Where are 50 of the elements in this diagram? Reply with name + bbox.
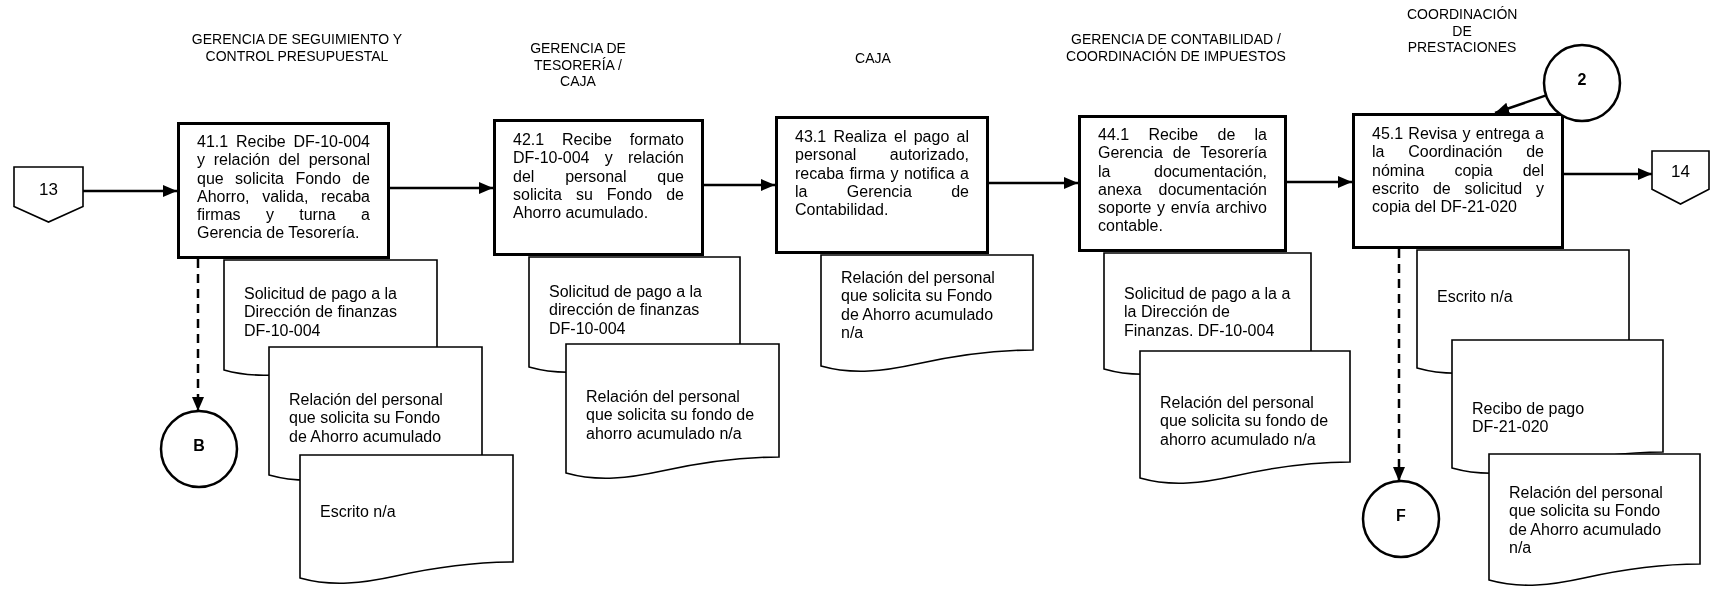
step-text: 41.1 Recibe DF-10-004 y relación del personal que solicita Fondo de Ahorro, valida, recaba firmas y turna a Gerencia de Tesorería.: [197, 133, 370, 243]
arrow: [1564, 168, 1652, 180]
lane-heading: GERENCIA DE TESORERÍA / CAJA: [529, 40, 627, 90]
process-box: [177, 122, 390, 259]
document-text: Solicitud de pago a la a la Dirección de Finanzas. DF-10-004: [1124, 285, 1292, 340]
document-text: Relación del personal que solicita su fondo de ahorro acumulado n/a: [1160, 394, 1330, 449]
document-shape: [1140, 351, 1350, 486]
arrow: [989, 177, 1078, 189]
step-text: 42.1 Recibe formato DF-10-004 y relación del personal que solicita su Fondo de Ahorro acumulado.: [513, 131, 684, 223]
document-text: Escrito n/a: [320, 503, 397, 522]
process-box: [1352, 113, 1564, 249]
step-text: 43.1 Realiza el pago al personal autorizado, recaba firma y notifica a la Gerencia de Contabilidad.: [795, 128, 969, 220]
off-page-connector: [1652, 151, 1709, 204]
document-shape: [566, 344, 779, 481]
arrow: [83, 185, 177, 197]
connector-circle: [1363, 481, 1439, 557]
process-box: [775, 116, 989, 254]
arrow: [1287, 176, 1352, 188]
document-text: Solicitud de pago a la Dirección de finanzas DF-10-004: [244, 285, 398, 340]
arrow: [704, 179, 775, 191]
document-text: Relación del personal que solicita su Fondo de Ahorro acumulado n/a: [1509, 484, 1664, 558]
page-number: 14: [1670, 163, 1691, 182]
arrow: [1494, 94, 1547, 115]
connector-label: 2: [1576, 71, 1588, 90]
document-text: Solicitud de pago a la dirección de finanzas DF-10-004: [549, 283, 703, 338]
arrow: [390, 182, 493, 194]
step-text: 45.1 Revisa y entrega a la Coordinación de nómina copia del escrito de solicitud y copia del DF-21-020: [1372, 125, 1544, 217]
connector-circle: [1544, 45, 1620, 121]
connector-label: B: [192, 437, 206, 456]
off-page-connector: [14, 167, 83, 222]
document-shape: [300, 455, 513, 586]
lane-heading: GERENCIA DE CONTABILIDAD / COORDINACIÓN DE IMPUESTOS: [1065, 31, 1287, 64]
lane-heading: COORDINACIÓN DE PRESTACIONES: [1407, 6, 1517, 56]
document-text: Relación del personal que solicita su Fondo de Ahorro acumulado n/a: [841, 269, 996, 343]
connector-label: F: [1395, 507, 1407, 526]
connector-circle: [161, 411, 237, 487]
lane-heading: CAJA: [854, 50, 892, 67]
document-text: Relación del personal que solicita su Fondo de Ahorro acumulado: [289, 391, 444, 446]
document-shape: [1489, 454, 1700, 588]
document-text: Escrito n/a: [1437, 288, 1514, 307]
document-text: Recibo de pago DF-21-020: [1472, 400, 1586, 437]
arrow: [192, 259, 204, 411]
document-shape: [821, 255, 1033, 374]
process-box: [493, 119, 704, 256]
page-number: 13: [38, 181, 59, 200]
step-text: 44.1 Recibe de la Gerencia de Tesorería la documentación, anexa documentación soporte y envía archivo contable.: [1098, 126, 1267, 236]
document-text: Relación del personal que solicita su fondo de ahorro acumulado n/a: [586, 388, 756, 443]
arrow: [1393, 249, 1405, 482]
lane-heading: GERENCIA DE SEGUIMIENTO Y CONTROL PRESUPUESTAL: [190, 31, 404, 64]
process-box: [1078, 115, 1287, 252]
